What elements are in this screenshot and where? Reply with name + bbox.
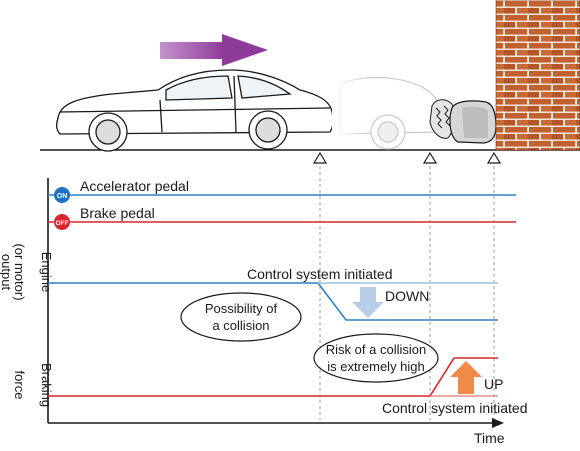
braking-axis-label-2: force — [12, 371, 27, 400]
axes — [47, 178, 492, 424]
up-label: UP — [484, 376, 503, 392]
svg-text:is extremely high: is extremely high — [327, 359, 425, 374]
engine-axis-label-3: output — [0, 254, 14, 291]
brake-label: Brake pedal — [80, 205, 155, 221]
braking-force-line — [48, 357, 498, 397]
risk-callout: Risk of a collision is extremely high — [313, 333, 439, 383]
control-initiated-bottom: Control system initiated — [382, 400, 528, 416]
timeline-markers — [312, 151, 502, 164]
crumpled-bumper-icon — [429, 99, 455, 139]
on-badge: ON — [54, 187, 70, 203]
marker-control-start — [312, 151, 328, 164]
svg-text:OFF: OFF — [56, 220, 69, 227]
svg-text:ON: ON — [57, 193, 68, 200]
time-axis-arrow — [492, 418, 504, 428]
time-axis-label: Time — [474, 430, 505, 446]
engine-axis-label-2: (or motor) — [12, 243, 27, 300]
off-badge: OFF — [54, 214, 70, 230]
car-icon — [56, 69, 334, 152]
crash-barrier-icon — [449, 100, 497, 144]
braking-axis-label: Braking — [39, 363, 54, 407]
svg-text:a collision: a collision — [212, 318, 269, 333]
control-initiated-top: Control system initiated — [247, 266, 393, 282]
ghost-car-icon — [332, 70, 441, 150]
engine-axis-label: Engine — [39, 252, 54, 292]
svg-text:Possibility of: Possibility of — [205, 301, 278, 316]
accelerator-label: Accelerator pedal — [80, 178, 189, 194]
up-arrow-icon — [450, 361, 482, 394]
marker-braking-start — [422, 151, 438, 164]
down-arrow-icon — [352, 287, 384, 318]
down-label: DOWN — [385, 288, 429, 304]
possibility-callout: Possibility of a collision — [180, 292, 302, 342]
marker-impact — [486, 151, 502, 164]
svg-text:Risk of a collision: Risk of a collision — [326, 342, 426, 357]
engine-output-line — [48, 282, 498, 321]
brick-wall-icon — [495, 0, 580, 151]
dashed-guides — [319, 166, 495, 420]
motion-arrow-icon — [160, 34, 268, 66]
